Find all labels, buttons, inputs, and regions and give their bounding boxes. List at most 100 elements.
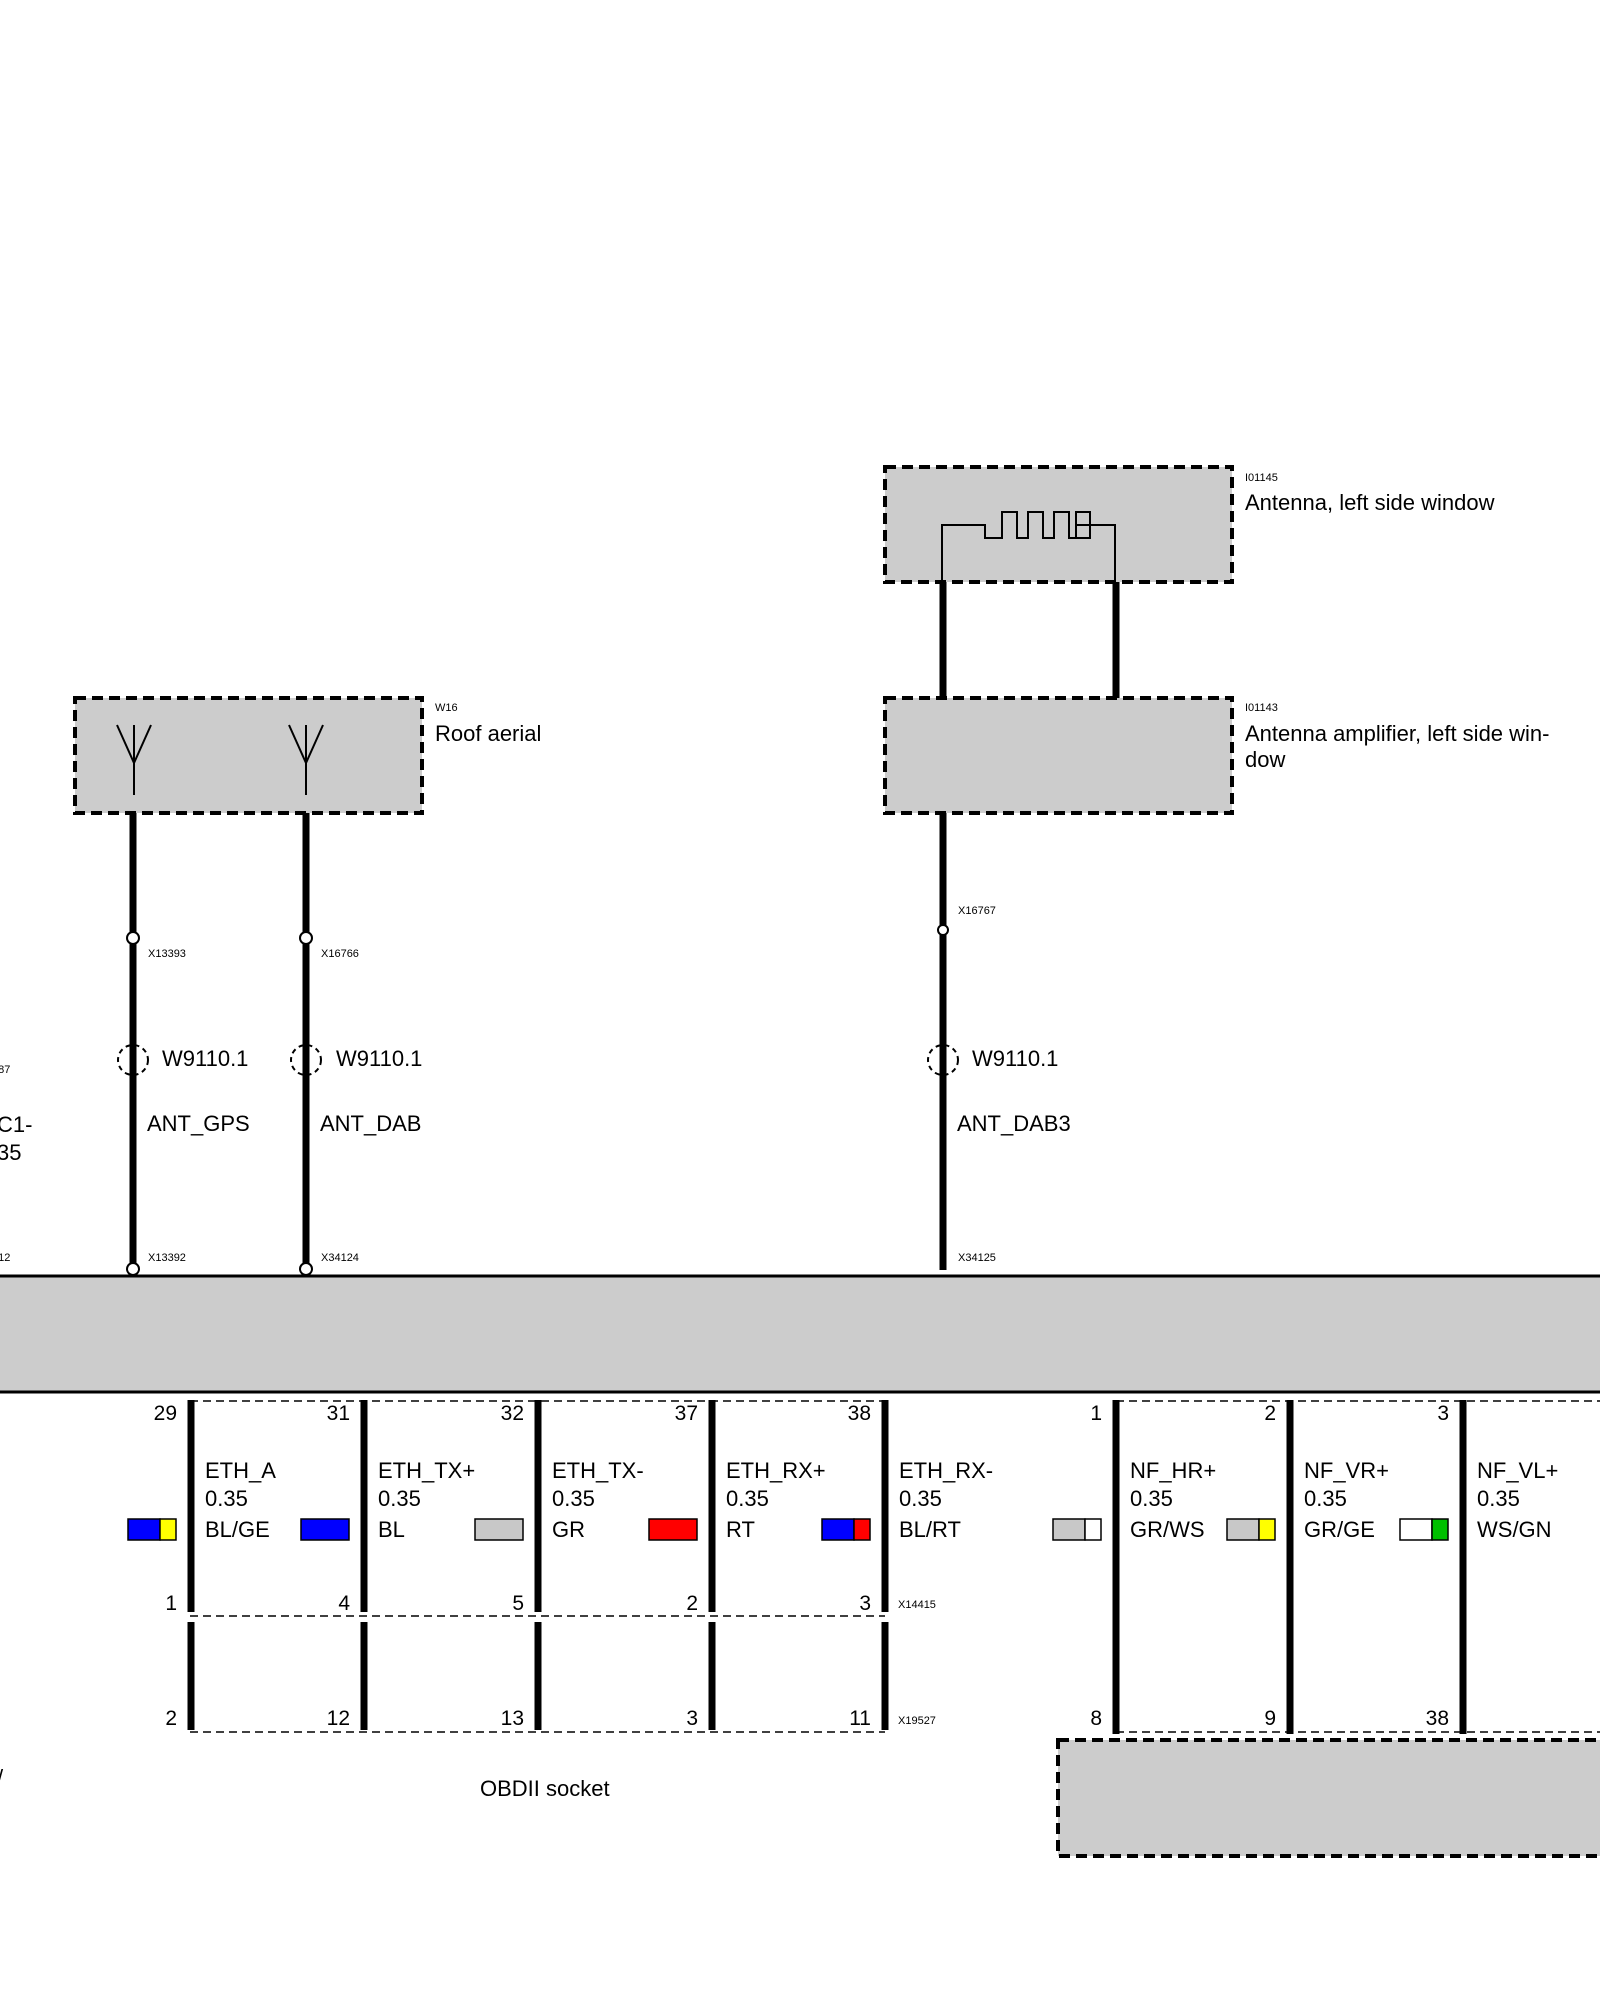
swatch-color [1258, 1518, 1276, 1541]
pin-number: 3 [1437, 1402, 1449, 1425]
connector-label: X13392 [148, 1252, 186, 1264]
connector-eth-mid: X14415 [898, 1599, 936, 1611]
connector-pin-icon [299, 931, 313, 945]
roof-aerial-name: Roof aerial [435, 721, 541, 746]
swatch-color [821, 1518, 855, 1541]
clipped-signal-line1: C1- [0, 1112, 32, 1137]
swatch-color [1431, 1518, 1449, 1541]
signal-label: ETH_RX- [899, 1458, 993, 1483]
gauge-label: 0.35 [205, 1486, 248, 1511]
antenna-amplifier-id: I01143 [1245, 702, 1278, 714]
signal-label: ANT_GPS [147, 1111, 250, 1136]
color-code-label: GR/WS [1130, 1517, 1205, 1542]
antenna-window-component: I01145 Antenna, left side window [883, 465, 1495, 584]
pin-number: 32 [501, 1402, 524, 1425]
wire-ant-dab3: X16767 W9110.1 ANT_DAB3 X34125 [927, 813, 1071, 1270]
wire-color-swatch [1399, 1518, 1449, 1541]
shield-label: W9110.1 [336, 1046, 422, 1071]
aerial-icon [116, 724, 152, 795]
antenna-amplifier-component: I01143 Antenna amplifier, left side win-… [883, 696, 1550, 815]
pin-number: 9 [1264, 1707, 1276, 1730]
swatch-color [300, 1518, 350, 1541]
pin-number: 4 [338, 1592, 350, 1615]
color-code-label: WS/GN [1477, 1517, 1552, 1542]
swatch-color [1052, 1518, 1086, 1541]
gauge-label: 0.35 [378, 1486, 421, 1511]
color-code-label: RT [726, 1517, 755, 1542]
clipped-id: 087 [0, 1064, 10, 1076]
connector-pin-icon [937, 924, 949, 936]
pin-number: 38 [848, 1402, 871, 1425]
roof-aerial-component: W16 Roof aerial [73, 696, 541, 815]
color-code-label: BL/RT [899, 1517, 961, 1542]
lower-right-component [1056, 1738, 1600, 1858]
pin-number: 2 [686, 1592, 698, 1615]
wire-color-swatch [821, 1518, 871, 1541]
gauge-label: 0.35 [726, 1486, 769, 1511]
signal-label: ANT_DAB3 [957, 1111, 1071, 1136]
shield-icon [290, 1044, 322, 1076]
gauge-label: 0.35 [899, 1486, 942, 1511]
swatch-color [159, 1518, 177, 1541]
pin-number: 3 [859, 1592, 871, 1615]
wire-color-swatch [127, 1518, 177, 1541]
connector-label: X16767 [958, 905, 996, 917]
swatch-color [1226, 1518, 1260, 1541]
gauge-label: 0.35 [1304, 1486, 1347, 1511]
window-antenna-symbol [941, 511, 1116, 582]
roof-aerial-id: W16 [435, 702, 458, 714]
signal-label: NF_HR+ [1130, 1458, 1216, 1483]
color-code-label: GR [552, 1517, 585, 1542]
signal-label: NF_VL+ [1477, 1458, 1558, 1483]
obd-socket-label: OBDII socket [480, 1776, 610, 1801]
shield-icon [117, 1044, 149, 1076]
wire-color-swatch [1052, 1518, 1102, 1541]
swatch-color [474, 1518, 524, 1541]
pin-number: 37 [675, 1402, 698, 1425]
connector-label: X16766 [321, 948, 359, 960]
aerial-icon [288, 724, 324, 795]
wire-ant-gps: X13393 W9110.1 ANT_GPS X13392 [117, 813, 250, 1276]
signal-label: NF_VR+ [1304, 1458, 1389, 1483]
clipped-signal-line2: 35 [0, 1140, 21, 1165]
wire-color-swatch [300, 1518, 350, 1541]
signal-label: ETH_TX- [552, 1458, 644, 1483]
antenna-amplifier-name-line1: Antenna amplifier, left side win- [1245, 721, 1550, 746]
connector-pin-icon [299, 1262, 313, 1276]
pin-number: 3 [686, 1707, 698, 1730]
pin-number: 1 [1090, 1402, 1102, 1425]
lower-wire-group: 2912ETH_A0.35BL/GE31412ETH_TX+0.35BL3251… [127, 1400, 1558, 1734]
pin-number: 2 [165, 1707, 177, 1730]
connector-pin-icon [126, 1262, 140, 1276]
pin-number: 11 [849, 1707, 871, 1730]
clipped-bottom-text: / [0, 1765, 4, 1790]
pin-number: 2 [1264, 1402, 1276, 1425]
pin-number: 8 [1090, 1707, 1102, 1730]
antenna-window-name: Antenna, left side window [1245, 490, 1495, 515]
connector-label: X34124 [321, 1252, 359, 1264]
gauge-label: 0.35 [1477, 1486, 1520, 1511]
connector-pin-icon [126, 931, 140, 945]
pin-number: 1 [165, 1592, 177, 1615]
signal-label: ETH_RX+ [726, 1458, 826, 1483]
signal-label: ETH_TX+ [378, 1458, 475, 1483]
pin-number: 12 [327, 1707, 350, 1730]
pin-number: 29 [154, 1402, 177, 1425]
shield-label: W9110.1 [162, 1046, 248, 1071]
color-code-label: BL/GE [205, 1517, 270, 1542]
signal-label: ANT_DAB [320, 1111, 421, 1136]
swatch-color [127, 1518, 161, 1541]
wire-color-swatch [648, 1518, 698, 1541]
pin-number: 38 [1426, 1707, 1449, 1730]
shield-label: W9110.1 [972, 1046, 1058, 1071]
connector-label: X13393 [148, 948, 186, 960]
connector-eth-bottom: X19527 [898, 1715, 936, 1727]
